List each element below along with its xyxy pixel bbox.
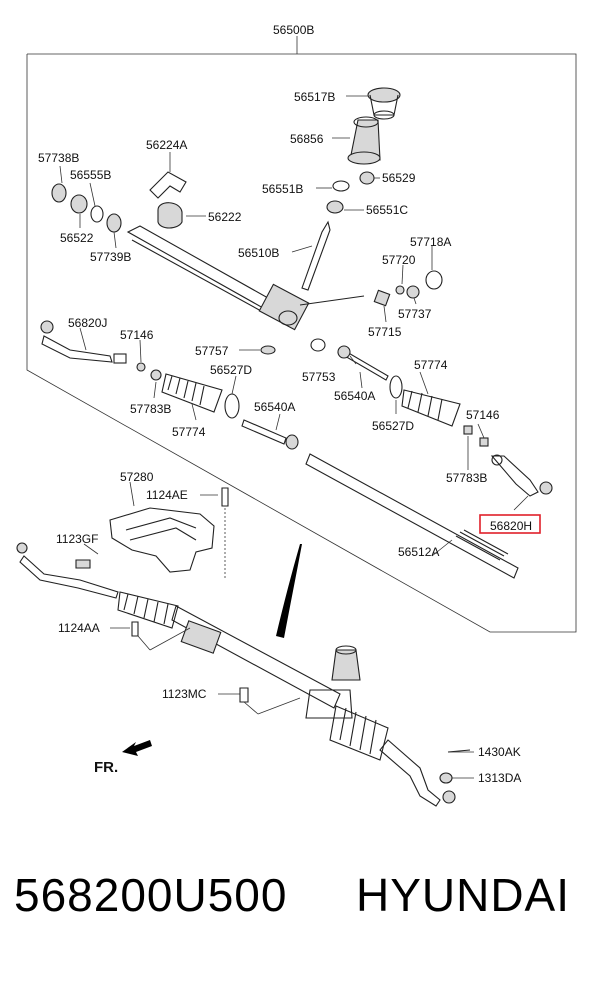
label-56540A-right: 56540A — [334, 389, 375, 403]
left-boot-group — [136, 339, 276, 421]
label-57774-left: 57774 — [172, 425, 206, 439]
label-57783B-left: 57783B — [130, 402, 171, 416]
label-56522: 56522 — [60, 231, 94, 245]
rack-housing-bottom — [16, 542, 474, 807]
label-57757: 57757 — [195, 344, 229, 358]
clamp-bracket — [149, 152, 206, 229]
rack-bar — [305, 453, 519, 579]
label-56551B: 56551B — [262, 182, 303, 196]
label-1430AK: 1430AK — [478, 745, 521, 759]
label-57737: 57737 — [398, 307, 432, 321]
label-57146-right: 57146 — [466, 408, 500, 422]
label-56222: 56222 — [208, 210, 242, 224]
label-56820J: 56820J — [68, 316, 107, 330]
label-56512A: 56512A — [398, 545, 439, 559]
left-seal-leaders — [59, 165, 117, 249]
label-56517B: 56517B — [294, 90, 335, 104]
heat-shield — [109, 481, 229, 580]
label-56551C: 56551C — [366, 203, 408, 217]
label-57739B: 57739B — [90, 250, 131, 264]
label-56540A-mid: 56540A — [254, 400, 295, 414]
label-57753: 57753 — [302, 370, 336, 384]
steering-pointer-arrow — [276, 544, 302, 638]
left-seal-stack — [51, 183, 122, 233]
label-1124AA: 1124AA — [58, 621, 100, 635]
right-inner-rod-group — [337, 345, 489, 470]
label-1313DA: 1313DA — [478, 771, 521, 785]
label-front-direction: FR. — [94, 759, 118, 776]
part-number: 568200U500 — [14, 869, 288, 921]
label-57146-left: 57146 — [120, 328, 154, 342]
label-56527D-left: 56527D — [210, 363, 252, 377]
label-57715: 57715 — [368, 325, 402, 339]
label-56856: 56856 — [290, 132, 324, 146]
brand-name: HYUNDAI — [356, 869, 571, 921]
front-direction-arrow — [122, 740, 152, 756]
label-1124AE: 1124AE — [146, 488, 188, 502]
pinion-leaders — [291, 95, 380, 253]
middle-inner-rod — [241, 413, 299, 450]
label-57738B: 57738B — [38, 151, 79, 165]
label-56527D-right: 56527D — [372, 419, 414, 433]
pinion-stack — [301, 87, 401, 291]
label-57280: 57280 — [120, 470, 154, 484]
label-56820H: 56820H — [490, 519, 532, 533]
label-57783B-right: 57783B — [446, 471, 487, 485]
label-1123GF: 1123GF — [56, 532, 98, 546]
label-57718A: 57718A — [410, 235, 451, 249]
assembly-outline — [26, 36, 577, 633]
label-57774-right: 57774 — [414, 358, 448, 372]
right-small-parts — [373, 246, 443, 323]
footer: 568200U500 HYUNDAI — [0, 868, 600, 958]
label-56555B: 56555B — [70, 168, 111, 182]
label-1123MC: 1123MC — [162, 687, 207, 701]
assembly-label: 56500B — [273, 23, 314, 37]
label-56224A: 56224A — [146, 138, 187, 152]
rack-housing-top — [126, 225, 365, 352]
right-tie-rod-end — [490, 454, 553, 511]
highlight-box — [479, 514, 541, 534]
label-56529: 56529 — [382, 171, 416, 185]
left-tie-rod-end — [40, 320, 127, 364]
label-57720: 57720 — [382, 253, 416, 267]
label-56510B: 56510B — [238, 246, 279, 260]
